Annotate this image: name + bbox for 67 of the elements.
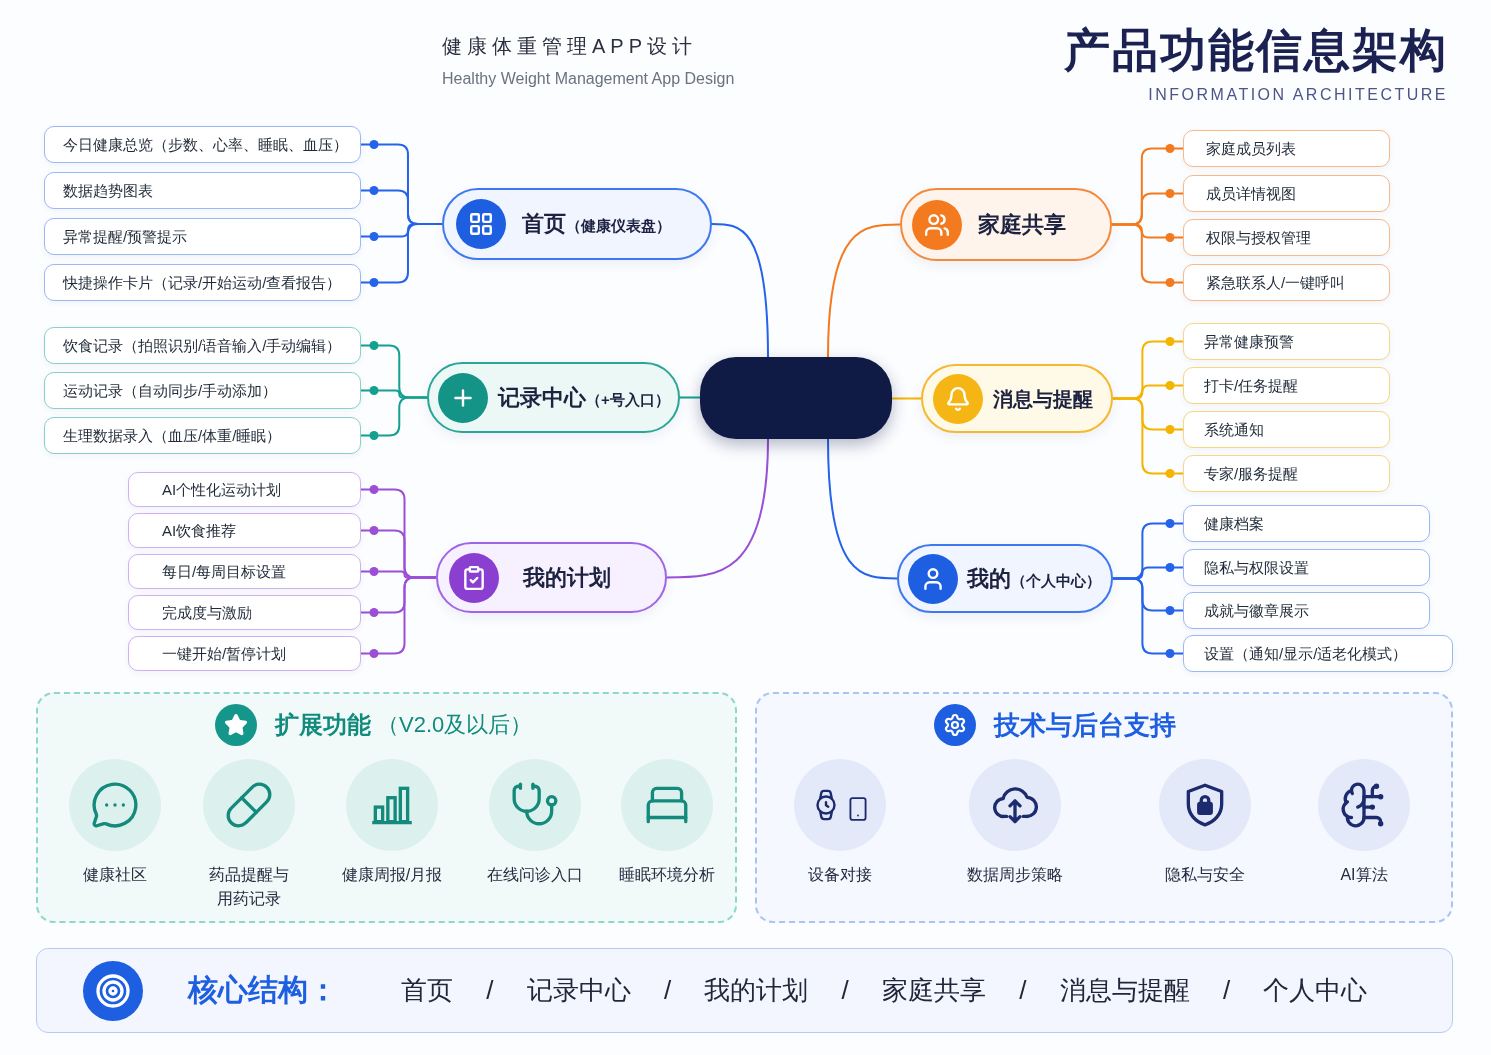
connector-line bbox=[891, 397, 922, 400]
english-subtitle: Healthy Weight Management App Design bbox=[442, 69, 735, 89]
connector-line bbox=[679, 396, 701, 399]
connector-line bbox=[360, 223, 443, 287]
panel-title: 技术与后台支持 bbox=[994, 709, 1176, 742]
leaf-item: 快捷操作卡片（记录/开始运动/查看报告） bbox=[44, 264, 361, 301]
leaf-item: 系统通知 bbox=[1183, 411, 1390, 448]
leaf-item: 成就与徽章展示 bbox=[1183, 592, 1430, 629]
branch-title: 家庭共享 bbox=[978, 210, 1066, 239]
leaf-item: 数据趋势图表 bbox=[44, 172, 361, 209]
connector-line bbox=[1111, 223, 1184, 287]
connector-line bbox=[360, 576, 437, 658]
branch-title: 我的计划 bbox=[523, 563, 611, 592]
feature-caption: 设备对接 bbox=[808, 865, 872, 885]
leaf-item: 每日/每周目标设置 bbox=[128, 554, 361, 589]
connector-line bbox=[711, 223, 769, 358]
feature-caption: 药品提醒与用药记录 bbox=[208, 865, 290, 909]
leaf-item: 专家/服务提醒 bbox=[1183, 455, 1390, 492]
connector-line bbox=[1112, 397, 1184, 478]
root-node bbox=[700, 357, 892, 439]
leaf-item: 权限与授权管理 bbox=[1183, 219, 1390, 256]
connector-line bbox=[827, 438, 898, 580]
leaf-item: 健康档案 bbox=[1183, 505, 1430, 542]
feature-caption: AI算法 bbox=[1340, 865, 1388, 885]
page-title: 产品功能信息架构 bbox=[1064, 23, 1448, 78]
feature-caption: 健康社区 bbox=[83, 865, 147, 885]
feature-caption: 隐私与安全 bbox=[1165, 865, 1245, 885]
leaf-item: 完成度与激励 bbox=[128, 595, 361, 630]
english-title: INFORMATION ARCHITECTURE bbox=[1148, 85, 1448, 105]
leaf-item: 异常健康预警 bbox=[1183, 323, 1390, 360]
feature-panel bbox=[36, 692, 737, 923]
leaf-item: 成员详情视图 bbox=[1183, 175, 1390, 212]
leaf-item: 打卡/任务提醒 bbox=[1183, 367, 1390, 404]
leaf-item: AI饮食推荐 bbox=[128, 513, 361, 548]
branch-title: 记录中心 bbox=[498, 383, 586, 412]
panel-title: 扩展功能 bbox=[275, 710, 371, 740]
feature-panel bbox=[755, 692, 1453, 923]
leaf-item: 一键开始/暂停计划 bbox=[128, 636, 361, 671]
branch-subtitle: （个人中心） bbox=[1011, 570, 1101, 591]
leaf-item: 饮食记录（拍照识别/语音输入/手动编辑） bbox=[44, 327, 361, 364]
branch-subtitle: （健康仪表盘） bbox=[566, 216, 671, 236]
summary-bar bbox=[36, 948, 1453, 1033]
leaf-item: AI个性化运动计划 bbox=[128, 472, 361, 507]
leaf-item: 异常提醒/预警提示 bbox=[44, 218, 361, 255]
panel-subtitle: （V2.0及以后） bbox=[377, 711, 533, 739]
leaf-item: 家庭成员列表 bbox=[1183, 130, 1390, 167]
feature-caption: 数据周步策略 bbox=[967, 865, 1063, 885]
feature-caption: 睡眠环境分析 bbox=[619, 865, 715, 885]
connector-line bbox=[1112, 577, 1184, 658]
leaf-item: 隐私与权限设置 bbox=[1183, 549, 1430, 586]
feature-caption: 健康周报/月报 bbox=[341, 865, 443, 885]
feature-caption: 在线问诊入口 bbox=[487, 865, 583, 885]
connector-line bbox=[666, 438, 769, 579]
leaf-item: 生理数据录入（血压/体重/睡眠） bbox=[44, 417, 361, 454]
leaf-item: 运动记录（自动同步/手动添加） bbox=[44, 372, 361, 409]
leaf-item: 设置（通知/显示/适老化模式） bbox=[1183, 635, 1453, 672]
subtitle: 健康体重管理APP设计 bbox=[442, 34, 698, 59]
branch-title: 消息与提醒 bbox=[993, 386, 1093, 412]
leaf-item: 紧急联系人/一键呼叫 bbox=[1183, 264, 1390, 301]
leaf-item: 今日健康总览（步数、心率、睡眠、血压） bbox=[44, 126, 361, 163]
connector-line bbox=[360, 396, 428, 440]
branch-subtitle: （+号入口） bbox=[586, 389, 670, 410]
connector-line bbox=[827, 223, 901, 358]
summary-path: 首页 / 记录中心 / 我的计划 / 家庭共享 / 消息与提醒 / 个人中心 bbox=[401, 974, 1368, 1007]
branch-title: 首页 bbox=[522, 210, 566, 238]
summary-title: 核心结构： bbox=[188, 972, 338, 1008]
branch-title: 我的 bbox=[967, 564, 1011, 593]
